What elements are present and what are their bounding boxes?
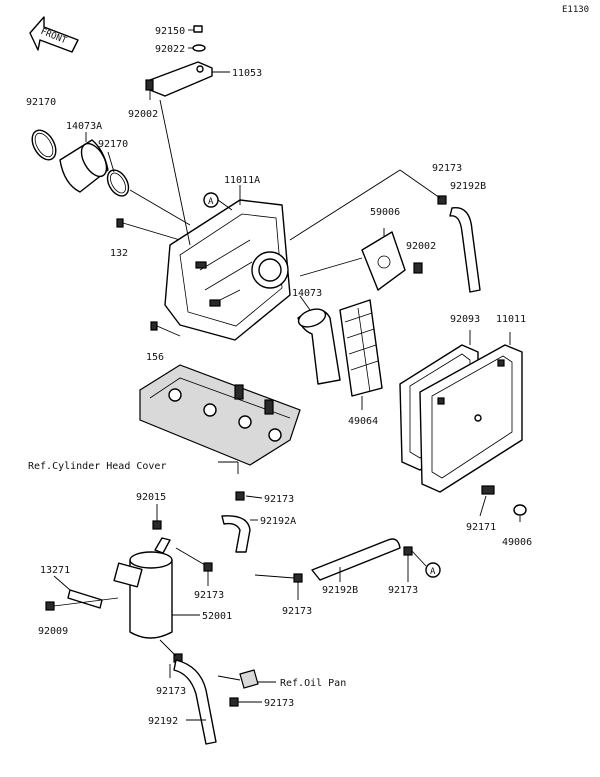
callout-92022: 92022 bbox=[155, 44, 185, 55]
callout-52001: 52001 bbox=[202, 611, 232, 622]
bracket-13271 bbox=[53, 575, 103, 609]
clamp-92173-a bbox=[235, 491, 263, 501]
callout-49064: 49064 bbox=[348, 416, 378, 427]
callout-49006: 49006 bbox=[502, 537, 532, 548]
callout-92192B-upper: 92192B bbox=[450, 181, 486, 192]
clip-92171 bbox=[479, 485, 495, 517]
bolt-92002-mid bbox=[413, 262, 423, 274]
callout-14073: 14073 bbox=[292, 288, 322, 299]
hose-92192A bbox=[221, 515, 258, 553]
callout-92015: 92015 bbox=[136, 492, 166, 503]
callout-92093: 92093 bbox=[450, 314, 480, 325]
housing-11011A bbox=[164, 185, 291, 341]
front-arrow: FRONT bbox=[29, 16, 79, 53]
callout-156: 156 bbox=[146, 352, 164, 363]
callout-59006: 59006 bbox=[370, 207, 400, 218]
callout-92173-upper: 92173 bbox=[432, 163, 462, 174]
clamp-92173-c bbox=[293, 573, 303, 600]
callout-92173-e: 92173 bbox=[156, 686, 186, 697]
callout-92171: 92171 bbox=[466, 522, 496, 533]
connector-a-top-label: A bbox=[208, 197, 214, 207]
callout-92173-a: 92173 bbox=[264, 494, 294, 505]
clamp-92173-b bbox=[203, 562, 213, 586]
bracket-11053 bbox=[149, 61, 230, 97]
clamp-92173-f bbox=[229, 697, 262, 707]
washer-92022 bbox=[188, 44, 206, 52]
callout-92173-f: 92173 bbox=[264, 698, 294, 709]
bolt-92009 bbox=[45, 597, 119, 611]
hose-92192 bbox=[173, 659, 217, 745]
callout-11011: 11011 bbox=[496, 314, 526, 325]
callout-92170-right: 92170 bbox=[98, 139, 128, 150]
bolt-92015 bbox=[152, 504, 162, 530]
callout-ref-oil-pan: Ref.Oil Pan bbox=[280, 678, 346, 689]
callout-92192: 92192 bbox=[148, 716, 178, 727]
clamp-92170-left bbox=[31, 129, 57, 161]
callout-14073A: 14073A bbox=[66, 121, 102, 132]
element-49064 bbox=[339, 299, 383, 397]
clamp-92170-right bbox=[106, 169, 130, 197]
plate-59006 bbox=[361, 228, 406, 291]
case-11011 bbox=[419, 332, 523, 493]
callout-92173-c: 92173 bbox=[282, 606, 312, 617]
bolt-132 bbox=[116, 218, 181, 241]
bolt-92150 bbox=[188, 25, 203, 33]
cap-49006 bbox=[513, 504, 527, 522]
callout-92002-mid: 92002 bbox=[406, 241, 436, 252]
duct-14073 bbox=[297, 308, 341, 385]
cylinder-head-cover bbox=[139, 364, 301, 466]
bolt-156 bbox=[150, 321, 181, 337]
callout-13271: 13271 bbox=[40, 565, 70, 576]
callout-92170-left: 92170 bbox=[26, 97, 56, 108]
duct-14073A bbox=[59, 139, 109, 193]
callout-92192B-lower: 92192B bbox=[322, 585, 358, 596]
callout-92173-d: 92173 bbox=[388, 585, 418, 596]
connector-a-top: A bbox=[203, 192, 233, 211]
oil-pan-fitting bbox=[239, 669, 276, 689]
callout-92173-b: 92173 bbox=[194, 590, 224, 601]
hose-92192B-upper bbox=[449, 206, 481, 293]
hose-92192B-lower bbox=[311, 538, 401, 581]
callout-132: 132 bbox=[110, 248, 128, 259]
clamp-92173-d bbox=[403, 546, 413, 582]
callout-11053: 11053 bbox=[232, 68, 262, 79]
callout-11011A: 11011A bbox=[224, 175, 260, 186]
bolt-92002-top bbox=[145, 79, 154, 100]
clamp-92173-upper bbox=[437, 195, 447, 205]
connector-a-bottom: A bbox=[411, 550, 441, 578]
callout-92192A: 92192A bbox=[260, 516, 296, 527]
connector-a-bottom-label: A bbox=[430, 567, 436, 577]
callout-92009: 92009 bbox=[38, 626, 68, 637]
callout-ref-cylinder-head-cover: Ref.Cylinder Head Cover bbox=[28, 461, 166, 472]
callout-92002-top: 92002 bbox=[128, 109, 158, 120]
separator-52001 bbox=[113, 537, 200, 639]
page-code: E1130 bbox=[562, 5, 589, 15]
callout-92150: 92150 bbox=[155, 26, 185, 37]
